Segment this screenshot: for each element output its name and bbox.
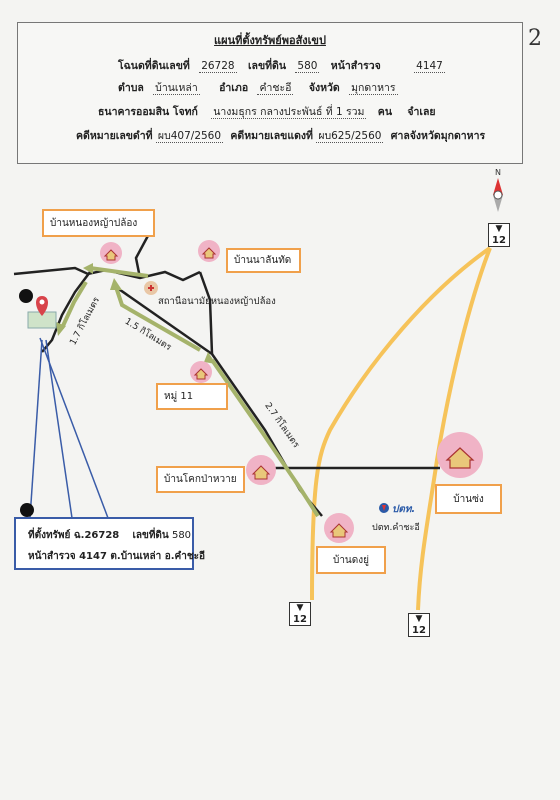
black-case-label: คดีหมายเลขดำที่ bbox=[76, 130, 153, 142]
land-number-label: เลขที่ดิน bbox=[247, 60, 287, 72]
red-case-number: ผบ625/2560 bbox=[316, 130, 384, 143]
defendant-role: จำเลย bbox=[407, 106, 436, 118]
route-green-left bbox=[60, 280, 88, 329]
marker-dot-top bbox=[19, 289, 33, 303]
marker-dot-bottom bbox=[20, 503, 34, 517]
deed-label: โฉนดที่ดินเลขที่ bbox=[118, 60, 190, 72]
count-label: คน bbox=[377, 106, 392, 118]
header-title: แผนที่ตั้งทรัพย์พอสังเขป bbox=[214, 34, 326, 47]
deed-number: 26728 bbox=[199, 60, 237, 73]
header-row-location: ตำบล บ้านเหล่า อำเภอ คำชะอี จังหวัด มุกด… bbox=[118, 79, 398, 96]
label-ban-khok-pa-wai: บ้านโคกป่าหวาย bbox=[156, 466, 245, 493]
plaintiff-label: ธนาคารออมสิน โจทก์ bbox=[98, 106, 198, 118]
property-pin-icon bbox=[27, 296, 57, 329]
district-label: อำเภอ bbox=[219, 82, 249, 94]
route-green-middle bbox=[114, 286, 201, 352]
district-value: คำชะอี bbox=[257, 82, 294, 95]
house-icon-na-lan-thut bbox=[198, 240, 220, 262]
route-arrow-lower bbox=[204, 352, 216, 364]
pointer-line-mid bbox=[45, 339, 73, 519]
label-ptt-station: ปตท.คำชะอี bbox=[372, 523, 420, 533]
header-row-deed: โฉนดที่ดินเลขที่ 26728 เลขที่ดิน 580 หน้… bbox=[118, 57, 445, 74]
route-green-lower bbox=[210, 358, 320, 518]
ptt-logo-text: ปตท. bbox=[392, 504, 415, 515]
house-icon-nong-ya-plong bbox=[100, 242, 122, 264]
road-west-branch bbox=[41, 271, 91, 353]
route-green-top bbox=[89, 266, 149, 278]
label-ban-nong-ya-plong: บ้านหนองหญ้าปล้อง bbox=[42, 209, 155, 237]
route-arrow-left bbox=[56, 322, 66, 336]
black-case-number: ผบ407/2560 bbox=[155, 130, 224, 143]
house-icon-khok-pa-wai bbox=[246, 455, 276, 485]
highway-12-shield-top: ▼12 bbox=[488, 223, 510, 247]
route-arrow-middle bbox=[110, 278, 122, 290]
road-north-branch bbox=[134, 231, 152, 279]
label-ban-song: บ้านซ่ง bbox=[435, 484, 502, 514]
health-station-icon bbox=[144, 281, 158, 295]
defendant-name: นางมธุกร กลางประพันธ์ ที่ 1 รวม bbox=[211, 106, 367, 119]
property-info-box: ที่ตั้งทรัพย์ ฉ.26728 เลขที่ดิน 580 หน้า… bbox=[14, 517, 205, 570]
road-health-to-moo-11 bbox=[112, 283, 213, 356]
header-box: แผนที่ตั้งทรัพย์พอสังเขป โฉนดที่ดินเลขที… bbox=[17, 22, 523, 164]
court-name: ศาลจังหวัดมุกดาหาร bbox=[390, 130, 486, 142]
house-icon-moo-11 bbox=[190, 361, 212, 383]
pointer-line-right bbox=[39, 337, 109, 519]
label-health-station: สถานีอนามัยหนองหญ้าปล้อง bbox=[158, 296, 276, 307]
highway-12-shield-right: ▼12 bbox=[408, 613, 430, 637]
road-to-moo-11 bbox=[198, 271, 214, 355]
compass-north-letter: N bbox=[495, 168, 501, 177]
pointer-line-left bbox=[29, 339, 43, 519]
route-arrow-top bbox=[83, 263, 93, 274]
survey-number: 4147 bbox=[414, 60, 445, 73]
label-ban-na-lan-thut: บ้านนาลันทัด bbox=[226, 248, 301, 273]
ptt-logo-icon bbox=[379, 503, 389, 513]
compass-icon bbox=[493, 178, 503, 212]
subdistrict-value: บ้านเหล่า bbox=[153, 82, 200, 95]
property-info-line-1: ที่ตั้งทรัพย์ ฉ.26728 เลขที่ดิน 580 bbox=[28, 530, 192, 541]
page-number: 2 bbox=[528, 26, 542, 51]
survey-label: หน้าสำรวจ bbox=[330, 60, 381, 72]
province-value: มุกดาหาร bbox=[349, 82, 398, 95]
house-icon-dong-yu bbox=[324, 513, 354, 543]
header-row-parties: ธนาคารออมสิน โจทก์ นางมธุกร กลางประพันธ์… bbox=[98, 103, 436, 120]
subdistrict-label: ตำบล bbox=[118, 82, 144, 94]
highway-12-shield-left: ▼12 bbox=[289, 602, 311, 626]
property-info-line-2: หน้าสำรวจ 4147 ต.บ้านเหล่า อ.คำชะอี bbox=[28, 551, 206, 562]
header-row-case: คดีหมายเลขดำที่ ผบ407/2560 คดีหมายเลขแดง… bbox=[76, 127, 485, 144]
land-number: 580 bbox=[295, 60, 320, 73]
house-icon-song bbox=[437, 432, 483, 478]
red-case-label: คดีหมายเลขแดงที่ bbox=[230, 130, 313, 142]
label-ban-dong-yu: บ้านดงยู่ bbox=[316, 546, 386, 574]
label-moo-11: หมู่ 11 bbox=[156, 383, 228, 410]
province-label: จังหวัด bbox=[308, 82, 340, 94]
